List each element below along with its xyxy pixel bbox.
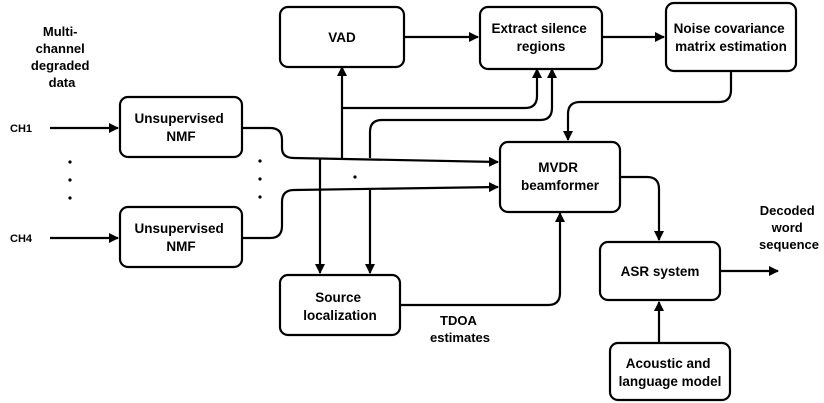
vad-block-label: VAD <box>328 30 356 45</box>
nmf-block-1: Unsupervised NMF <box>118 95 244 159</box>
acoustic-model-block: Acoustic and language model <box>608 341 732 402</box>
to-extract-arrow-2 <box>368 68 557 158</box>
acoustic-model-label: Acoustic and language model <box>619 356 722 389</box>
tdoa-label: TDOA estimates <box>430 313 490 345</box>
extract-silence-label: Extract silence regions <box>491 21 590 54</box>
to-extract-arrow-1 <box>342 68 542 110</box>
source-localization-label: Source localization <box>303 290 377 323</box>
noise-covariance-label: Noise covariance matrix estimation <box>674 21 789 54</box>
ellipsis-dots <box>68 159 357 200</box>
nmf1-to-mvdr-arrow <box>242 126 499 167</box>
noise-to-mvdr-arrow <box>563 71 733 141</box>
mvdr-block: MVDR beamformer <box>498 140 622 214</box>
vad-block: VAD <box>278 5 406 69</box>
asr-label: ASR system <box>621 264 700 279</box>
connectors <box>50 32 779 342</box>
nmf-block-1-label: Unsupervised NMF <box>134 111 227 144</box>
source-localization-block: Source localization <box>278 273 402 337</box>
output-label: Decoded word sequence <box>759 203 819 252</box>
nmf-block-2-label: Unsupervised NMF <box>134 221 227 254</box>
channel-label-ch4: CH4 <box>10 233 33 245</box>
nmf-block-2: Unsupervised NMF <box>118 205 244 269</box>
noise-covariance-block: Noise covariance matrix estimation <box>664 1 798 73</box>
mvdr-label: MVDR beamformer <box>521 160 600 193</box>
extract-silence-block: Extract silence regions <box>478 5 604 71</box>
mvdr-to-asr-arrow <box>620 175 664 241</box>
channel-label-ch1: CH1 <box>10 123 32 135</box>
input-title: Multi- channel degraded data <box>31 24 93 90</box>
asr-block: ASR system <box>598 240 722 302</box>
source-to-mvdr-arrow <box>400 212 565 307</box>
nmf2-to-mvdr-arrow <box>242 182 499 240</box>
